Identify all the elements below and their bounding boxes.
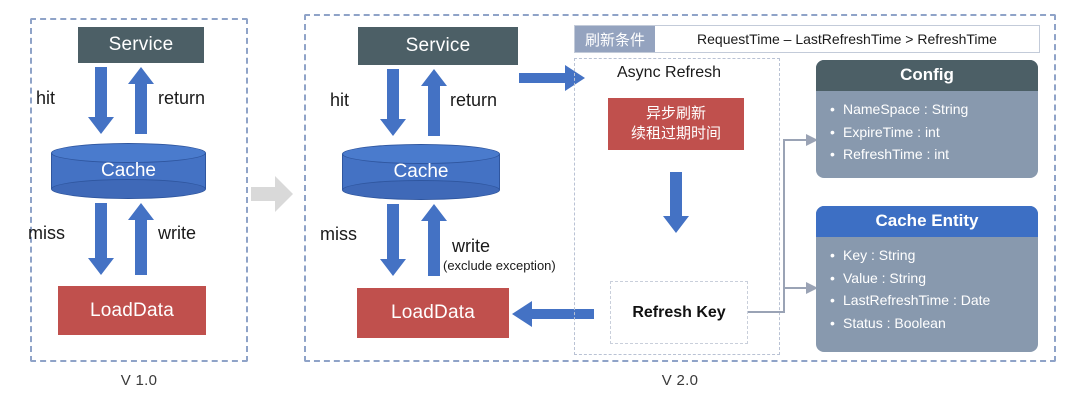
v1-miss-arrow <box>88 203 114 275</box>
entity-field-row: • Value : String <box>830 267 1038 290</box>
bullet-icon: • <box>830 269 835 286</box>
v1-return-arrow <box>128 67 154 134</box>
v2-service-node: Service <box>358 27 518 65</box>
entity-field-row: • Key : String <box>830 244 1038 267</box>
refresh-condition-banner: 刷新条件 RequestTime – LastRefreshTime > Ref… <box>574 25 1040 53</box>
v1-service-label: Service <box>108 34 174 55</box>
config-field-row: • NameSpace : String <box>830 98 1038 121</box>
v2-miss-arrow <box>380 204 406 276</box>
entity-field-row: • Status : Boolean <box>830 312 1038 335</box>
v1-hit-arrow <box>88 67 114 134</box>
version-1-container <box>30 18 248 362</box>
bullet-icon: • <box>830 146 835 163</box>
v2-cache-label: Cache <box>393 161 449 182</box>
v1-miss-label: miss <box>28 223 65 243</box>
v1-cache-label: Cache <box>101 160 156 181</box>
bullet-icon: • <box>830 123 835 140</box>
async-refresh-title: Async Refresh <box>617 64 722 81</box>
config-field-row: • ExpireTime : int <box>830 121 1038 144</box>
entity-field-label: Value : String <box>843 269 927 286</box>
entity-field-label: Status : Boolean <box>843 315 946 332</box>
config-field-label: NameSpace : String <box>843 101 969 117</box>
entity-field-label: LastRefreshTime : Date <box>843 292 991 309</box>
refresh-condition-value: RequestTime – LastRefreshTime > RefreshT… <box>697 31 997 47</box>
refresh-key-box: Refresh Key <box>610 281 748 344</box>
refreshkey-to-panels-connector <box>748 134 818 313</box>
cylinder-bottom <box>51 179 206 199</box>
v1-service-node: Service <box>78 27 204 63</box>
cache-entity-panel-body: • Key : String • Value : String • LastRe… <box>816 237 1038 352</box>
v2-loaddata-node: LoadData <box>357 288 509 338</box>
v2-miss-label: miss <box>320 224 357 244</box>
async-note-line-1: 异步刷新 <box>645 104 706 122</box>
version-2-label: V 2.0 <box>661 372 699 389</box>
bullet-icon: • <box>830 292 835 309</box>
version-1-label: V 1.0 <box>120 372 158 389</box>
async-refresh-region <box>574 58 780 355</box>
v2-hit-arrow <box>380 69 406 136</box>
cylinder-bottom <box>342 180 500 200</box>
refresh-condition-key: 刷新条件 <box>575 26 656 52</box>
v2-refreshkey-to-loaddata-arrow <box>512 301 594 327</box>
async-note-line-2: 续租过期时间 <box>630 125 721 142</box>
v2-service-to-async-arrow <box>519 65 585 91</box>
entity-field-label: Key : String <box>843 247 916 263</box>
v2-write-note: (exclude exception) <box>443 258 556 273</box>
v1-return-label: return <box>158 88 206 108</box>
version-2-container <box>304 14 1056 362</box>
v1-write-label: write <box>158 223 197 243</box>
config-field-label: RefreshTime : int <box>843 146 950 163</box>
refresh-key-label: Refresh Key <box>632 303 726 321</box>
async-refresh-note: 异步刷新 续租过期时间 <box>608 98 744 150</box>
cylinder-top <box>342 144 500 164</box>
cache-entity-panel-title: Cache Entity <box>816 206 1038 237</box>
config-field-row: • RefreshTime : int <box>830 143 1038 166</box>
bullet-icon: • <box>830 315 835 332</box>
config-panel-title: Config <box>816 60 1038 91</box>
v2-return-label: return <box>450 90 498 110</box>
v2-hit-label: hit <box>330 90 350 110</box>
v1-cache-node: Cache <box>51 143 206 199</box>
v2-service-label: Service <box>405 35 471 56</box>
v1-loaddata-label: LoadData <box>89 299 174 321</box>
right-arrow-icon <box>251 176 293 212</box>
config-panel-body: • NameSpace : String • ExpireTime : int … <box>816 91 1038 178</box>
v2-cache-node: Cache <box>342 144 500 200</box>
entity-field-row: • LastRefreshTime : Date <box>830 289 1038 312</box>
v1-loaddata-node: LoadData <box>58 286 206 335</box>
bullet-icon: • <box>830 101 835 117</box>
cylinder-top <box>51 143 206 163</box>
v1-write-arrow <box>128 203 154 275</box>
config-panel: Config • NameSpace : String • ExpireTime… <box>816 60 1038 178</box>
v1-hit-label: hit <box>36 88 56 108</box>
v2-write-arrow <box>421 204 447 276</box>
cache-entity-panel: Cache Entity • Key : String • Value : St… <box>816 206 1038 352</box>
config-field-label: ExpireTime : int <box>843 123 940 140</box>
async-down-arrow <box>663 172 689 233</box>
v2-loaddata-label: LoadData <box>390 302 475 323</box>
v2-return-arrow <box>421 69 447 136</box>
bullet-icon: • <box>830 247 835 263</box>
v2-write-label: write <box>452 236 491 256</box>
